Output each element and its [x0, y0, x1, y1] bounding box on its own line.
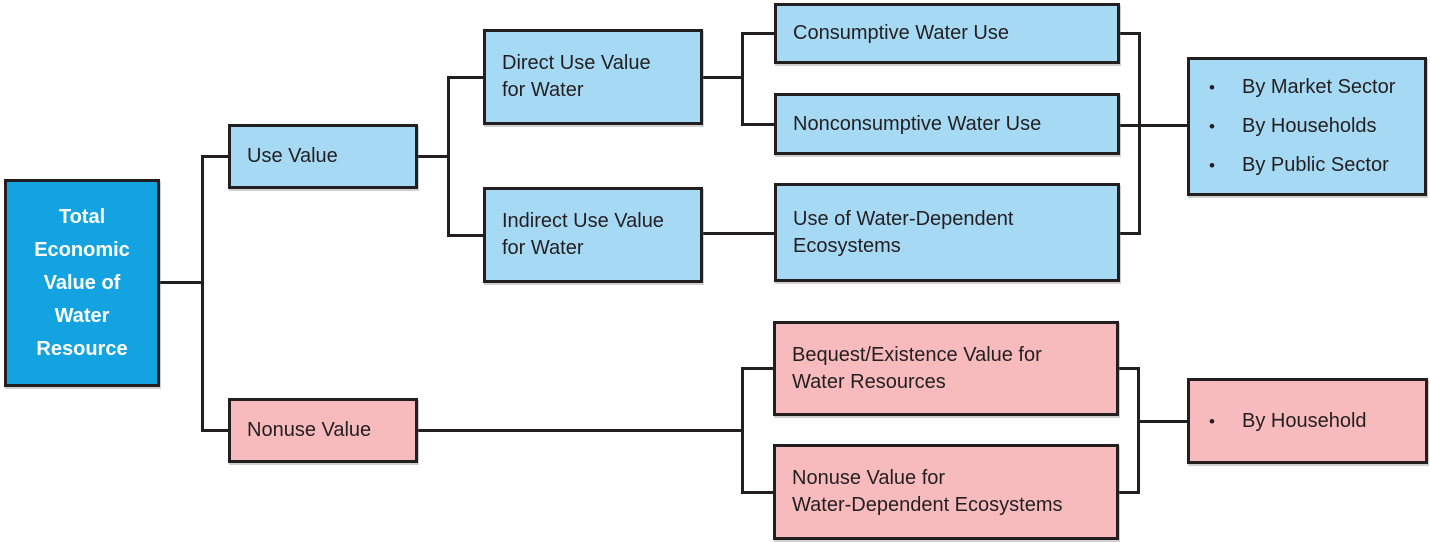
- node-label: Consumptive Water Use: [793, 22, 1009, 44]
- node-nonuse-value: Nonuse Value: [228, 398, 418, 463]
- node-label: Direct Use Value for Water: [502, 52, 651, 101]
- node-label: Nonconsumptive Water Use: [793, 112, 1042, 135]
- connector-trunk-vertical: [201, 155, 204, 432]
- bullet-icon: •: [1209, 117, 1215, 136]
- connector-pink-collector-vertical: [1137, 367, 1140, 494]
- connector-stub-nonuse-ecosystems: [741, 491, 774, 494]
- connector-stub-nonconsumptive: [741, 123, 775, 126]
- connector-stub-use-value: [201, 155, 229, 158]
- connector-blue-collector-vertical: [1138, 32, 1141, 235]
- connector-indirect-to-ecosystems: [701, 232, 775, 235]
- connector-ecosystems-out: [1119, 232, 1141, 235]
- node-nonuse-valuation-sector: • By Household: [1187, 378, 1428, 464]
- node-nonconsumptive-water-use: Nonconsumptive Water Use: [774, 93, 1120, 155]
- list-item-label: By Households: [1242, 115, 1377, 137]
- list-item: • By Household: [1209, 410, 1425, 433]
- node-label: Indirect Use Value for Water: [502, 210, 664, 259]
- list-item-label: By Market Sector: [1242, 76, 1396, 98]
- connector-use-value-out: [417, 155, 450, 158]
- connector-stub-consumptive: [741, 32, 775, 35]
- connector-nonconsumptive-to-by-market: [1119, 124, 1188, 127]
- node-label: Bequest/Existence Value for Water Resour…: [792, 343, 1042, 393]
- connector-to-by-household: [1137, 420, 1188, 423]
- list-item-label: By Household: [1242, 409, 1367, 432]
- node-label: Total Economic Value of Water Resource: [34, 205, 130, 360]
- bullet-icon: •: [1209, 411, 1215, 431]
- node-label: Nonuse Value for Water-Dependent Ecosyst…: [792, 467, 1063, 516]
- bullet-icon: •: [1209, 78, 1215, 97]
- list-item: • By Households: [1209, 115, 1424, 138]
- connector-stub-indirect-use: [447, 234, 484, 237]
- node-bequest-existence-value: Bequest/Existence Value for Water Resour…: [773, 321, 1119, 416]
- connector-direct-branch-vertical: [741, 32, 744, 126]
- list-item: • By Public Sector: [1209, 154, 1424, 177]
- connector-stub-nonuse-value: [201, 429, 229, 432]
- connector-stub-direct-use: [447, 76, 484, 79]
- node-use-value: Use Value: [228, 124, 418, 189]
- connector-bequest-out: [1117, 367, 1140, 370]
- node-nonuse-value-ecosystems: Nonuse Value for Water-Dependent Ecosyst…: [773, 444, 1119, 540]
- node-indirect-use-value: Indirect Use Value for Water: [483, 187, 703, 283]
- connector-root-out: [159, 281, 204, 284]
- node-use-valuation-sectors: • By Market Sector • By Households • By …: [1187, 57, 1427, 196]
- list-item: • By Market Sector: [1209, 76, 1424, 99]
- bullet-icon: •: [1209, 156, 1215, 175]
- node-consumptive-water-use: Consumptive Water Use: [774, 3, 1120, 64]
- node-label: Use of Water-Dependent Ecosystems: [793, 207, 1014, 257]
- connector-consumptive-out: [1119, 32, 1141, 35]
- connector-use-branch-vertical: [447, 76, 450, 237]
- connector-nonuse-ecosystems-out: [1117, 491, 1140, 494]
- list-item-label: By Public Sector: [1242, 154, 1389, 176]
- node-label: Nonuse Value: [247, 419, 372, 441]
- connector-nonuse-branch-vertical: [741, 367, 744, 494]
- connector-nonuse-value-out: [417, 429, 744, 432]
- node-use-of-water-dependent-ecosystems: Use of Water-Dependent Ecosystems: [774, 183, 1120, 282]
- node-total-economic-value: Total Economic Value of Water Resource: [4, 179, 160, 387]
- node-label: Use Value: [247, 145, 338, 167]
- connector-stub-bequest: [741, 367, 774, 370]
- node-direct-use-value: Direct Use Value for Water: [483, 29, 703, 125]
- connector-direct-use-out: [701, 76, 744, 79]
